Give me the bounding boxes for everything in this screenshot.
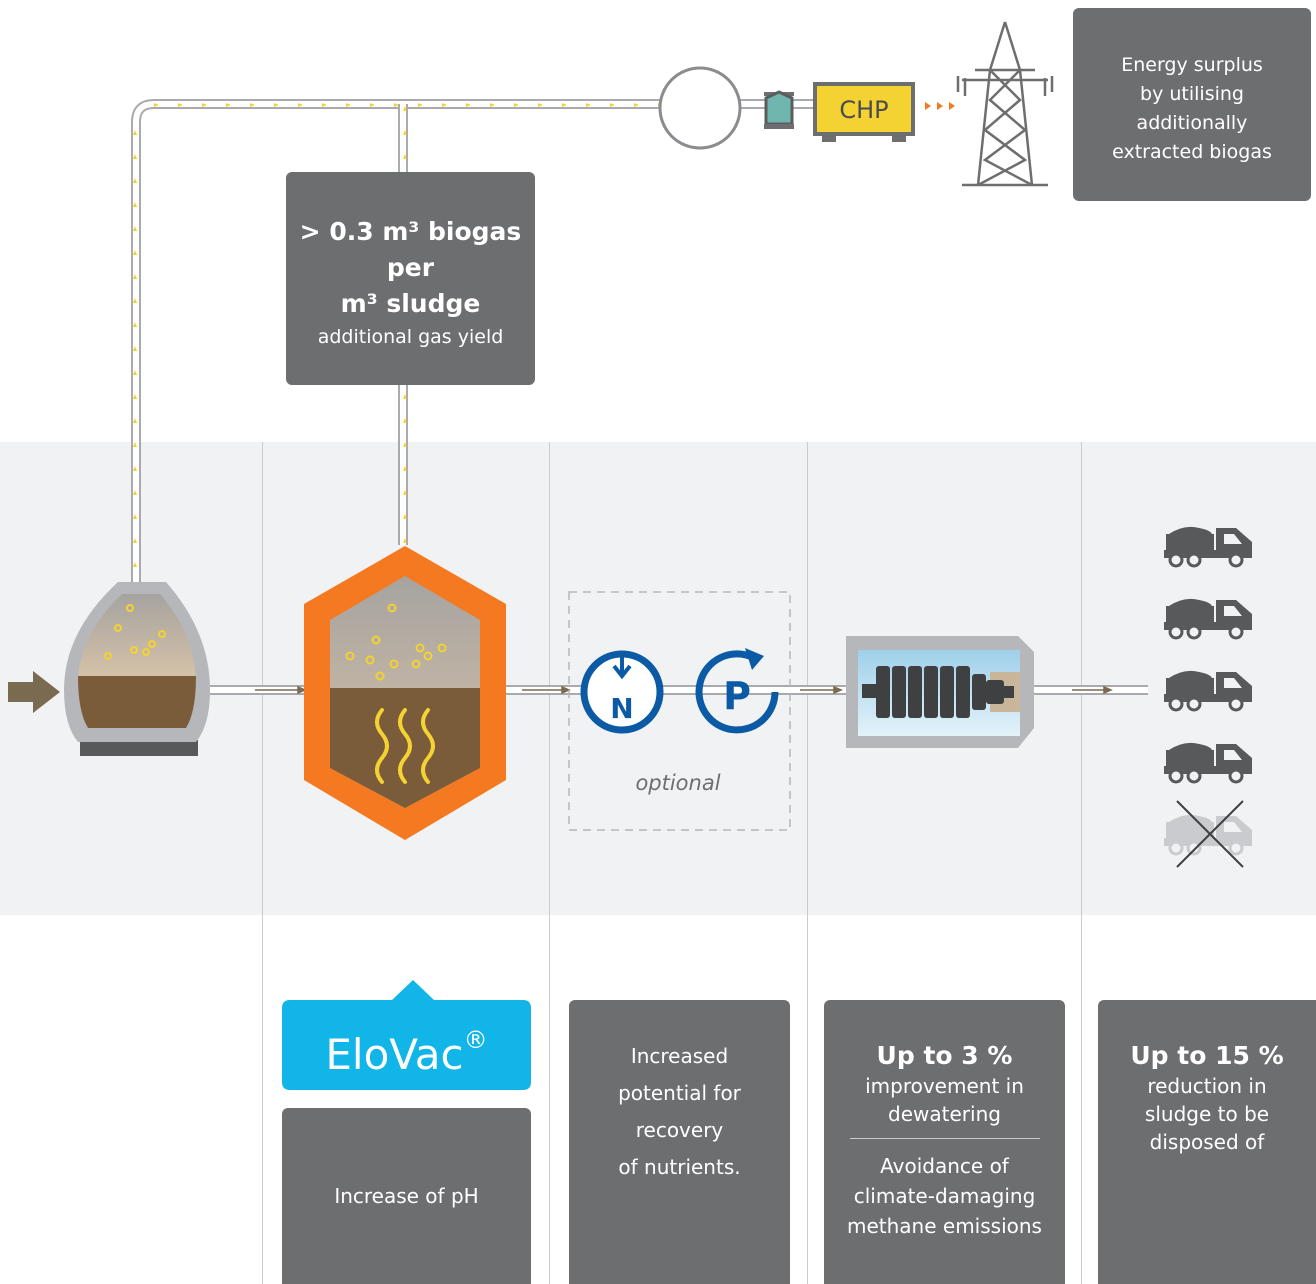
- column-divider: [1081, 442, 1082, 1284]
- truck-icon: [1164, 670, 1252, 712]
- elovac-description: Increase of pH: [334, 1184, 479, 1208]
- truck-icon: [1164, 598, 1252, 640]
- elovac-brand: EloVac®: [282, 1000, 531, 1090]
- biogas-headline: m³ sludge: [340, 289, 481, 318]
- disposal-line: reduction in: [1147, 1074, 1267, 1098]
- column-divider: [549, 442, 550, 1284]
- recovery-line: potential for: [618, 1081, 741, 1105]
- methane-line: climate-damaging: [853, 1184, 1036, 1208]
- column-divider: [262, 442, 263, 1284]
- energy-surplus-line: by utilising: [1140, 83, 1244, 105]
- nutrient-recovery-box: Increased potential for recovery of nutr…: [569, 1000, 790, 1284]
- power-pylon-icon: [956, 21, 1054, 187]
- elovac-description-box: Increase of pH: [282, 1108, 531, 1284]
- energy-surplus-line: Energy surplus: [1121, 54, 1263, 76]
- methane-line: Avoidance of: [880, 1154, 1009, 1178]
- biogas-subtext: additional gas yield: [317, 326, 504, 348]
- recovery-line: Increased: [630, 1044, 729, 1068]
- gas-filter-icon: [764, 90, 794, 129]
- column-divider: [807, 442, 808, 1284]
- phosphorus-label: P: [723, 674, 751, 718]
- biogas-headline: per: [386, 253, 435, 282]
- disposal-headline: Up to 15 %: [1130, 1041, 1284, 1070]
- optional-dashed-frame: [568, 591, 791, 831]
- nitrogen-label: N: [610, 692, 633, 725]
- methane-line: methane emissions: [847, 1214, 1042, 1238]
- energy-surplus-line: additionally: [1136, 112, 1248, 134]
- disposal-line: sludge to be: [1144, 1102, 1270, 1126]
- pre-digester-icon: [64, 582, 210, 756]
- sludge-disposal-box: Up to 15 % reduction in sludge to be dis…: [1098, 1000, 1316, 1284]
- inflow-arrow-icon: [8, 671, 60, 713]
- gas-holder-icon: [658, 66, 742, 150]
- energy-surplus-box: Energy surplus by utilising additionally…: [1073, 8, 1311, 201]
- disposal-line: disposed of: [1149, 1130, 1265, 1154]
- dewatering-centrifuge-icon: [846, 636, 1034, 748]
- truck-icon: [1164, 742, 1252, 784]
- dewatering-separator: [849, 1138, 1040, 1139]
- biogas-headline: > 0.3 m³ biogas: [299, 217, 522, 246]
- optional-label: optional: [635, 771, 720, 795]
- energy-surplus-line: extracted biogas: [1112, 141, 1272, 163]
- dewatering-box: Up to 3 % improvement in dewatering Avoi…: [824, 1000, 1065, 1284]
- biogas-yield-box: > 0.3 m³ biogas per m³ sludge additional…: [286, 172, 535, 385]
- chp-unit-icon: [813, 82, 915, 142]
- crossed-truck-icon: [1164, 800, 1252, 868]
- chp-label: CHP: [839, 96, 888, 124]
- dewatering-line: dewatering: [888, 1102, 1001, 1126]
- phosphorus-recovery-icon: [695, 648, 779, 734]
- dewatering-headline: Up to 3 %: [876, 1041, 1013, 1070]
- energy-arrows: [925, 102, 955, 110]
- truck-icon: [1164, 526, 1252, 568]
- elovac-brand-name: EloVac: [325, 1030, 464, 1079]
- elovac-digester-icon: [304, 546, 506, 840]
- registered-mark: ®: [463, 1026, 488, 1054]
- recovery-line: of nutrients.: [618, 1155, 741, 1179]
- nitrogen-recovery-icon: [580, 650, 664, 734]
- dewatering-line: improvement in: [865, 1074, 1024, 1098]
- recovery-line: recovery: [635, 1118, 724, 1142]
